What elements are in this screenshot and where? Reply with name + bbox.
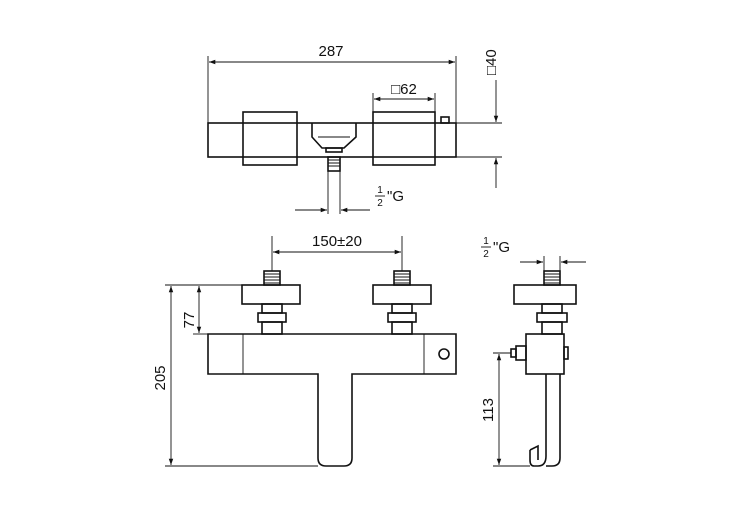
dim-62-label: □62 [391,81,417,98]
side-body [525,333,565,375]
side-spout-tip [529,444,539,460]
top-thread-stub [327,156,341,172]
front-indicator-dot [438,348,450,360]
top-spout-outlet [325,147,343,153]
dim-g-side-label: 1 2 "G [481,236,510,260]
dim-77-label: 77 [181,312,198,329]
top-thread-lines [328,159,340,167]
side-spout-back [546,374,561,467]
front-view: 150±20 77 205 [152,233,457,467]
top-right-handle [372,111,436,166]
dim-g-top-unit: "G [387,188,404,205]
dim-g-side-num: 1 [483,236,489,247]
front-left-eccentric-upper [261,303,283,314]
dim-113-label: 113 [480,398,497,422]
side-eccentric-lower [541,321,563,335]
side-eccentric-upper [541,303,563,314]
front-body-outline [207,333,457,467]
dim-g-side-den: 2 [483,249,489,260]
front-right-eccentric-upper [391,303,413,314]
dim-150-label: 150±20 [312,233,362,250]
top-knob [440,116,450,124]
dim-g-top-num: 1 [377,185,383,196]
side-thread-lines [544,273,560,284]
top-left-handle [242,111,298,166]
front-right-nut [387,312,417,323]
front-right-thread-lines [394,273,410,284]
dim-g-top-label: 1 2 "G [375,185,404,209]
front-left-eccentric-lower [261,321,283,335]
front-left-escutcheon [241,284,301,305]
front-right-escutcheon [372,284,432,305]
side-nut [536,312,568,323]
side-outlet-nut [515,345,527,361]
dim-40-label: □40 [483,49,500,75]
side-button [563,346,569,360]
top-spout-recess [311,123,357,149]
side-view: 1 2 "G 113 [480,236,586,467]
dim-287-label: 287 [318,43,343,60]
dim-g-top-den: 2 [377,198,383,209]
side-outlet-thread [510,348,517,358]
side-escutcheon [513,284,577,305]
side-spout-front [529,374,547,467]
dim-g-side-unit: "G [493,239,510,256]
front-right-eccentric-lower [391,321,413,335]
front-left-nut [257,312,287,323]
dim-205-label: 205 [152,365,169,390]
top-view: 287 □62 □40 1 2 "G [207,43,502,214]
front-left-thread-lines [264,273,280,284]
